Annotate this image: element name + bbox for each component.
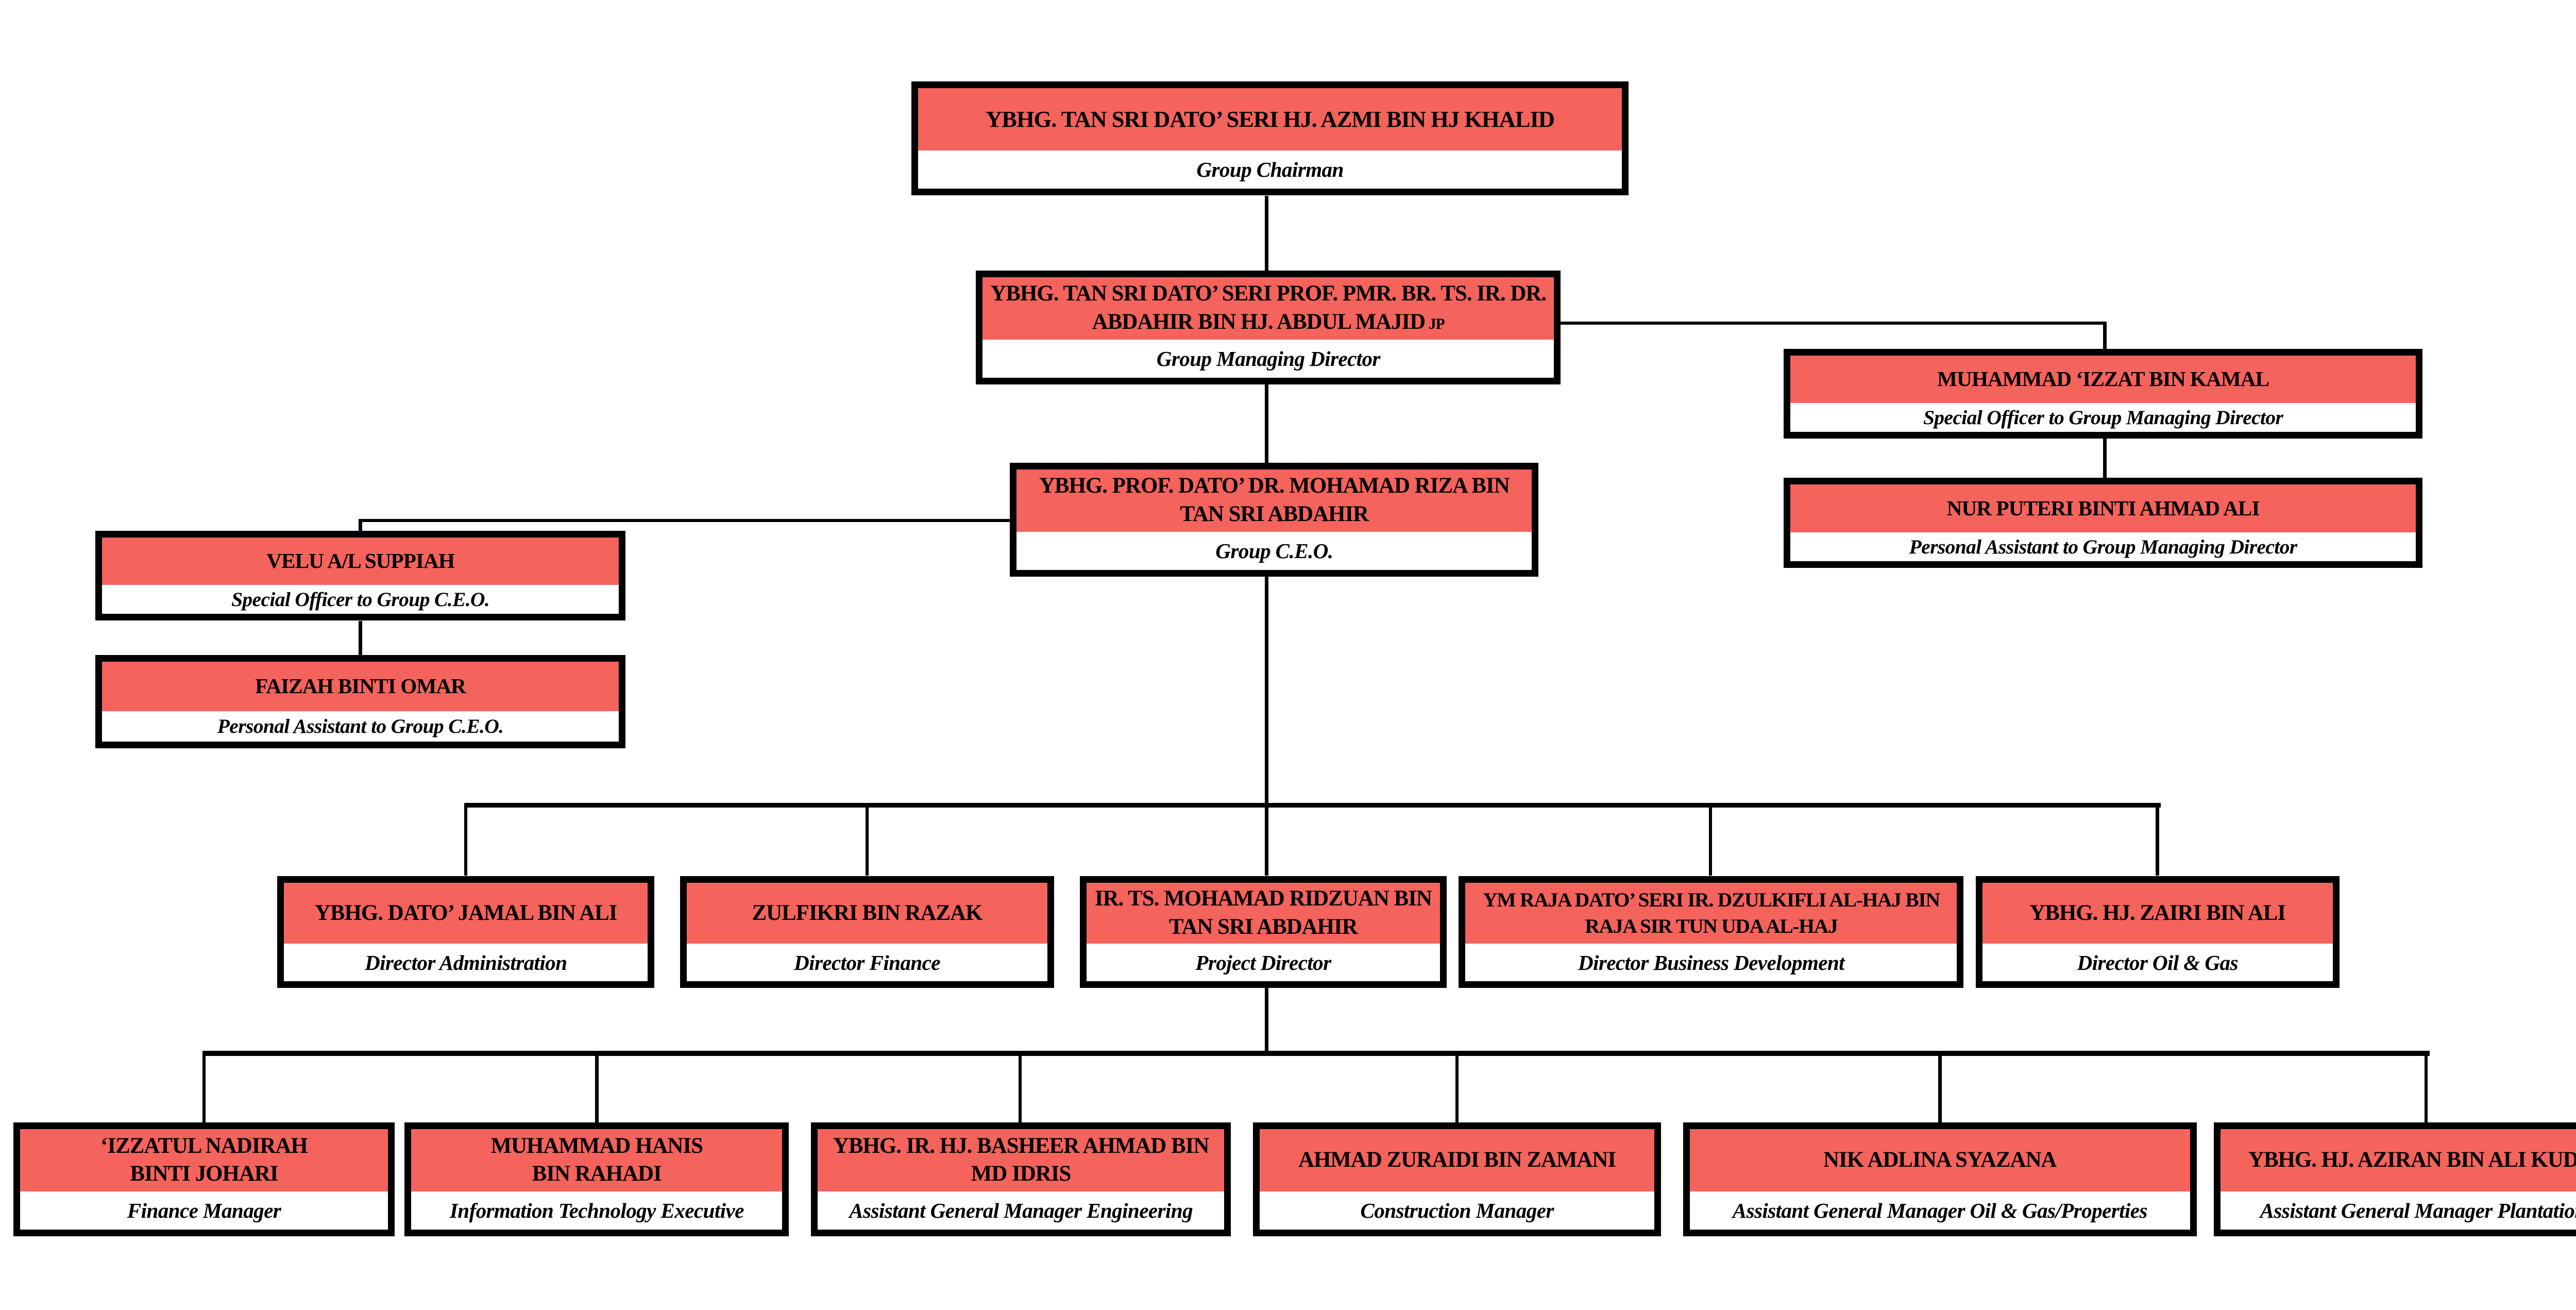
node-name-label: YBHG. IR. HJ. BASHEER AHMAD BIN MD IDRIS xyxy=(818,1129,1225,1191)
drop-director-finance xyxy=(865,802,869,876)
node-name-label: YBHG. PROF. DATO’ DR. MOHAMAD RIZA BIN T… xyxy=(1016,469,1532,532)
connector-specialofficer-ceo-pa xyxy=(359,620,362,655)
node-name-label: MUHAMMAD ‘IZZAT BIN KAMAL xyxy=(1790,355,2416,403)
node-name-label: VELU A/L SUPPIAH xyxy=(101,537,619,585)
drop-director-admin xyxy=(464,802,468,876)
node-name-label: YBHG. DATO’ JAMAL BIN ALI xyxy=(283,882,648,944)
node-role-label: Construction Manager xyxy=(1260,1191,1655,1230)
drop-director-oilgas xyxy=(2156,802,2159,876)
node-role-label: Personal Assistant to Group Managing Dir… xyxy=(1790,532,2416,562)
node-role-label: Personal Assistant to Group C.E.O. xyxy=(101,711,619,742)
drop-director-bizdev xyxy=(1708,802,1713,876)
org-node-director-administration: YBHG. DATO’ JAMAL BIN ALI Director Admin… xyxy=(277,876,655,988)
node-name-label: IR. TS. MOHAMAD RIDZUAN BIN TAN SRI ABDA… xyxy=(1086,882,1440,944)
node-name-label: YBHG. HJ. ZAIRI BIN ALI xyxy=(1982,882,2333,944)
connector-project-managers xyxy=(1265,988,1268,1053)
node-role-label: Project Director xyxy=(1086,944,1440,982)
connector-gmd-ceo xyxy=(1265,384,1268,463)
org-node-director-oil-gas: YBHG. HJ. ZAIRI BIN ALI Director Oil & G… xyxy=(1975,876,2340,988)
node-name-label: NIK ADLINA SYAZANA xyxy=(1690,1129,2190,1191)
node-name-label: AHMAD ZURAIDI BIN ZAMANI xyxy=(1260,1129,1655,1191)
org-node-agm-plantations: YBHG. HJ. AZIRAN BIN ALI KUDUS Assistant… xyxy=(2213,1122,2576,1237)
node-name-label: YBHG. TAN SRI DATO’ SERI PROF. PMR. BR. … xyxy=(982,277,1554,340)
drop-construction-manager xyxy=(1455,1051,1459,1122)
connector-specialofficer-pa xyxy=(2103,439,2107,478)
node-role-label: Director Finance xyxy=(687,944,1047,982)
node-role-label: Assistant General Manager Oil & Gas/Prop… xyxy=(1690,1191,2190,1230)
node-role-label: Group C.E.O. xyxy=(1016,531,1532,570)
org-node-pa-ceo: FAIZAH BINTI OMAR Personal Assistant to … xyxy=(95,654,626,748)
connector-gmd-specialofficer xyxy=(2103,321,2107,350)
node-name-label: MUHAMMAD HANIS BIN RAHADI xyxy=(411,1129,783,1191)
drop-agm-plantations xyxy=(2424,1051,2428,1122)
drop-finance-manager xyxy=(202,1051,206,1122)
node-role-label: Group Chairman xyxy=(918,150,1622,189)
node-role-label: Special Officer to Group Managing Direct… xyxy=(1790,402,2416,432)
node-role-label: Assistant General Manager Plantations xyxy=(2220,1191,2576,1230)
node-role-label: Group Managing Director xyxy=(982,339,1554,378)
org-node-director-business-development: YM RAJA DATO’ SERI IR. DZULKIFLI AL-HAJ … xyxy=(1459,876,1964,988)
node-role-label: Director Business Development xyxy=(1465,944,1957,982)
connector-ceo-left xyxy=(359,518,1013,523)
org-node-construction-manager: AHMAD ZURAIDI BIN ZAMANI Construction Ma… xyxy=(1253,1122,1662,1237)
name-suffix: JP xyxy=(1428,316,1445,333)
node-name-label: NUR PUTERI BINTI AHMAD ALI xyxy=(1790,484,2416,532)
node-name-label: YM RAJA DATO’ SERI IR. DZULKIFLI AL-HAJ … xyxy=(1465,882,1957,944)
connector-ceo-specialofficer xyxy=(359,518,362,532)
node-name-label: ZULFIKRI BIN RAZAK xyxy=(687,882,1047,944)
drop-it-executive xyxy=(595,1051,599,1122)
org-node-finance-manager: ‘IZZATUL NADIRAH BINTI JOHARI Finance Ma… xyxy=(13,1122,395,1237)
managers-bus xyxy=(202,1051,2430,1056)
org-node-it-executive: MUHAMMAD HANIS BIN RAHADI Information Te… xyxy=(404,1122,789,1237)
node-role-label: Special Officer to Group C.E.O. xyxy=(101,584,619,614)
org-node-group-managing-director: YBHG. TAN SRI DATO’ SERI PROF. PMR. BR. … xyxy=(976,270,1561,384)
drop-agm-engineering xyxy=(1018,1051,1022,1122)
node-name-label: ‘IZZATUL NADIRAH BINTI JOHARI xyxy=(20,1129,388,1191)
node-name-label: FAIZAH BINTI OMAR xyxy=(101,661,619,711)
node-name-label: YBHG. HJ. AZIRAN BIN ALI KUDUS xyxy=(2220,1129,2576,1191)
node-role-label: Finance Manager xyxy=(20,1191,388,1230)
connector-ceo-directors xyxy=(1265,576,1268,807)
drop-agm-oilgas-properties xyxy=(1938,1051,1942,1122)
connector-gmd-right xyxy=(1561,321,2107,325)
node-name-label: YBHG. TAN SRI DATO’ SERI HJ. AZMI BIN HJ… xyxy=(918,88,1622,151)
node-role-label: Assistant General Manager Engineering xyxy=(818,1191,1225,1230)
org-node-special-officer-ceo: VELU A/L SUPPIAH Special Officer to Grou… xyxy=(95,530,626,621)
org-node-agm-oilgas-properties: NIK ADLINA SYAZANA Assistant General Man… xyxy=(1683,1122,2197,1237)
org-node-group-chairman: YBHG. TAN SRI DATO’ SERI HJ. AZMI BIN HJ… xyxy=(911,81,1629,196)
node-role-label: Information Technology Executive xyxy=(411,1191,783,1230)
drop-project-director xyxy=(1265,802,1268,876)
node-role-label: Director Administration xyxy=(283,944,648,982)
org-node-project-director: IR. TS. MOHAMAD RIDZUAN BIN TAN SRI ABDA… xyxy=(1079,876,1447,988)
directors-bus xyxy=(464,802,2161,808)
connector-chairman-gmd xyxy=(1265,195,1268,272)
org-node-director-finance: ZULFIKRI BIN RAZAK Director Finance xyxy=(680,876,1054,988)
org-node-special-officer-gmd: MUHAMMAD ‘IZZAT BIN KAMAL Special Office… xyxy=(1783,348,2423,439)
org-node-pa-gmd: NUR PUTERI BINTI AHMAD ALI Personal Assi… xyxy=(1783,478,2423,568)
org-node-agm-engineering: YBHG. IR. HJ. BASHEER AHMAD BIN MD IDRIS… xyxy=(811,1122,1231,1237)
node-role-label: Director Oil & Gas xyxy=(1982,944,2333,982)
org-node-group-ceo: YBHG. PROF. DATO’ DR. MOHAMAD RIZA BIN T… xyxy=(1010,462,1539,577)
